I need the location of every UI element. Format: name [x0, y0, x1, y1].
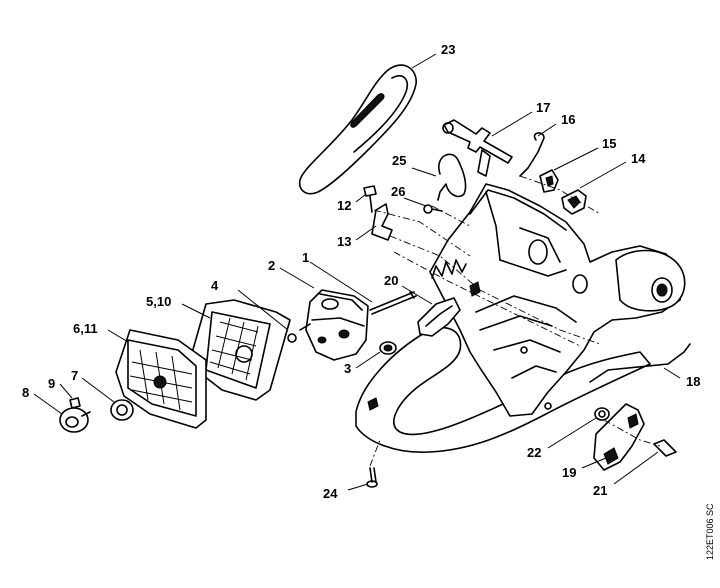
callout-24: 24 [323, 486, 338, 501]
callout-23: 23 [441, 42, 455, 57]
callout-16: 16 [561, 112, 575, 127]
part-17-shaft [442, 119, 513, 177]
callout-26: 26 [391, 184, 405, 199]
callout-4: 4 [211, 278, 219, 293]
assembly-lines [369, 175, 661, 467]
callout-13: 13 [337, 234, 351, 249]
callout-21: 21 [593, 483, 607, 498]
part-9-pin [69, 397, 81, 409]
callout-8: 8 [22, 385, 29, 400]
callout-3: 3 [344, 361, 351, 376]
part-20-trigger [417, 297, 461, 337]
callout-22: 22 [527, 445, 541, 460]
callout-12: 12 [337, 198, 351, 213]
part-7-nut [110, 399, 134, 421]
callout-2: 2 [268, 258, 275, 273]
part-13-clip [371, 203, 393, 241]
part-22-bushing [594, 407, 610, 421]
part-23-handle-cover [298, 64, 417, 195]
part-6-11-filter-base [115, 329, 207, 429]
callout-20: 20 [384, 273, 398, 288]
part-4-washer [287, 333, 297, 343]
callout-9: 9 [48, 376, 55, 391]
callout-1: 1 [302, 250, 309, 265]
callout-19: 19 [562, 465, 576, 480]
leader-lines [33, 53, 681, 491]
part-21-pin [653, 439, 677, 457]
callout-17: 17 [536, 100, 550, 115]
part-15-lever [539, 169, 559, 193]
part-8-knob [59, 407, 91, 433]
callout-labels: 23 17 16 15 14 25 26 12 13 1 2 20 4 5,10… [22, 42, 700, 501]
callout-18: 18 [686, 374, 700, 389]
callout-6-11: 6,11 [73, 321, 98, 336]
part-26-screw [423, 204, 443, 214]
part-25-cable [437, 153, 467, 201]
callout-15: 15 [602, 136, 616, 151]
part-24-bolt [366, 467, 378, 488]
callout-14: 14 [631, 151, 646, 166]
part-18-rod [589, 343, 691, 383]
callout-25: 25 [392, 153, 406, 168]
callout-5-10: 5,10 [146, 294, 171, 309]
part-12-screw [363, 185, 377, 213]
part-5-10-air-filter [189, 299, 291, 401]
part-3-grommet [379, 341, 397, 355]
part-14-catch [561, 189, 587, 215]
drawing-code: 122ET006 SC [705, 503, 715, 560]
part-1-stud [369, 291, 417, 315]
part-2-carburetor [299, 289, 369, 361]
part-16-spring [519, 132, 545, 177]
callout-7: 7 [71, 368, 78, 383]
main-housing [355, 183, 686, 453]
